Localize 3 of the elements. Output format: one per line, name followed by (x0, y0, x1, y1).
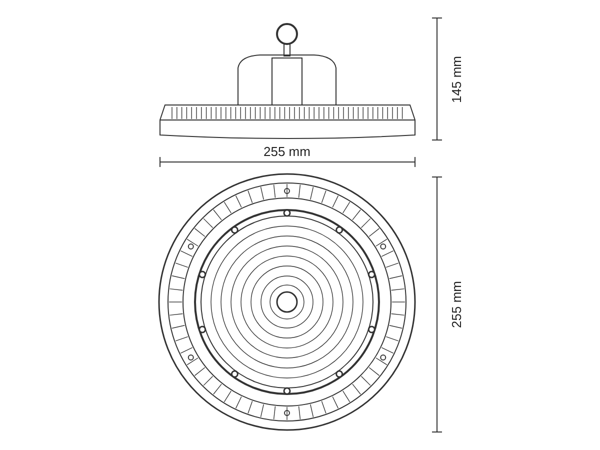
dimension-label: 255 mm (264, 144, 310, 158)
dimension-label: 255 mm (448, 280, 464, 328)
dimension-label: 145 mm (448, 56, 464, 102)
